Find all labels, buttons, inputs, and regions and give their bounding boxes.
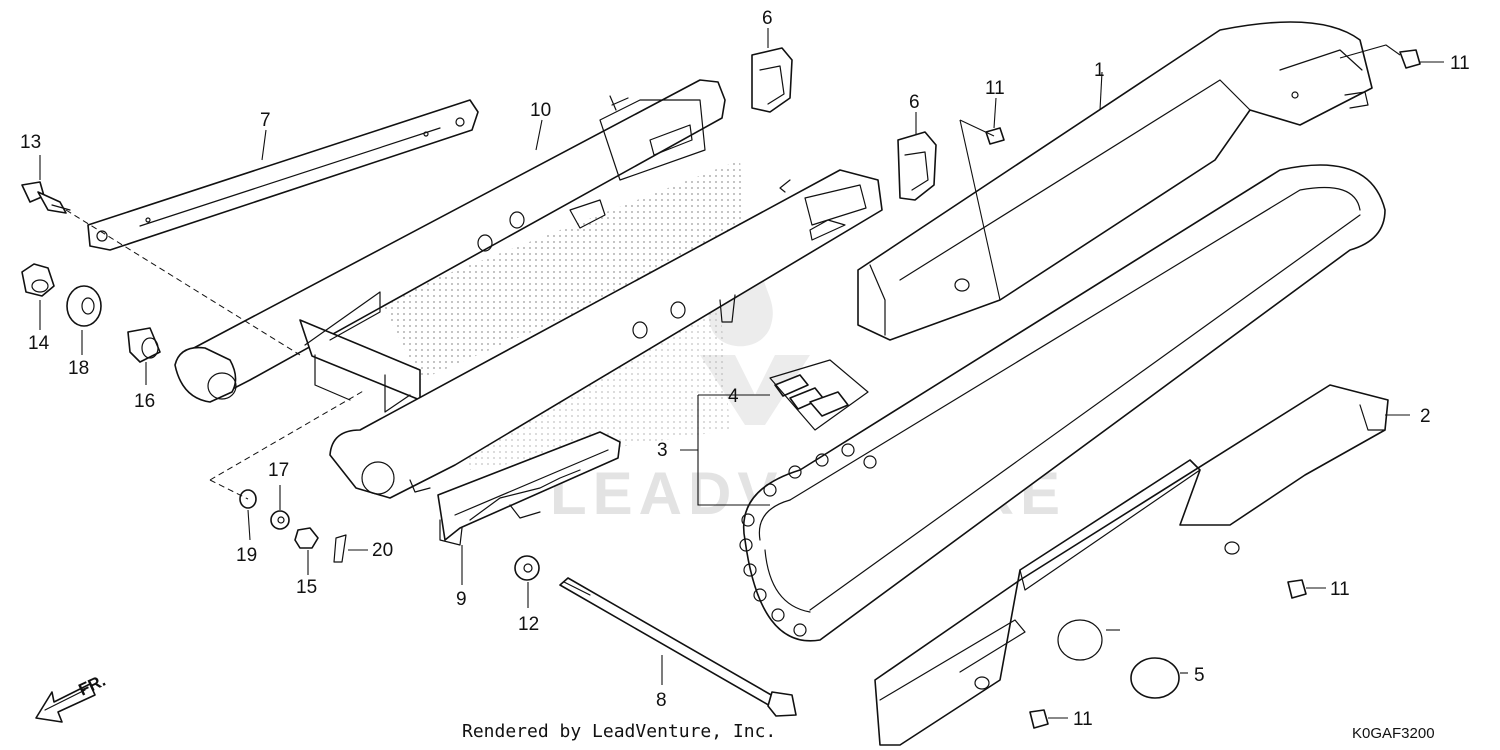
- callout-14: 14: [28, 333, 50, 354]
- callout-20: 20: [372, 540, 393, 561]
- callout-6-lower: 6: [909, 92, 920, 113]
- diagram-code: K0GAF3200: [1352, 725, 1435, 742]
- front-direction-indicator: FR.: [35, 671, 109, 723]
- footer-credit: Rendered by LeadVenture, Inc.: [462, 721, 776, 742]
- leader-lines: [39, 28, 1444, 719]
- alignment-lines: [65, 209, 366, 500]
- callout-18: 18: [68, 358, 89, 379]
- part-12-washer[interactable]: [514, 555, 540, 581]
- callout-17: 17: [268, 460, 289, 481]
- callouts: 1 2 3 4 5 6 6 7 8 9 10 11 11 11 11 12 13…: [20, 8, 1470, 730]
- part-1-chain-case-upper[interactable]: [857, 21, 1373, 341]
- callout-9: 9: [456, 589, 467, 610]
- callout-8: 8: [656, 690, 667, 711]
- callout-5: 5: [1194, 665, 1205, 686]
- part-20-cotter-pin[interactable]: [333, 534, 347, 563]
- part-11-bolt-c[interactable]: [1287, 579, 1307, 599]
- callout-7: 7: [260, 110, 271, 131]
- part-2-chain-case-lower[interactable]: [874, 384, 1389, 746]
- part-8-pivot-bolt[interactable]: [559, 577, 797, 717]
- callout-4: 4: [728, 386, 739, 407]
- part-18-washer[interactable]: [66, 285, 102, 327]
- callout-19: 19: [236, 545, 257, 566]
- part-11-bolt-b[interactable]: [1399, 49, 1421, 69]
- part-6-block-lower[interactable]: [897, 131, 937, 201]
- callout-10: 10: [530, 100, 551, 121]
- callout-15: 15: [296, 577, 317, 598]
- part-9-chain-slider[interactable]: [437, 431, 621, 546]
- part-10-swingarm[interactable]: [174, 79, 883, 499]
- callout-12: 12: [518, 614, 539, 635]
- callout-11-c: 11: [1330, 579, 1350, 600]
- part-11-bolt-a[interactable]: [985, 127, 1005, 145]
- part-6-block-upper[interactable]: [751, 47, 793, 113]
- part-14-nut[interactable]: [21, 263, 55, 297]
- callout-11-d: 11: [1073, 709, 1093, 730]
- part-15-nut[interactable]: [294, 527, 319, 549]
- chain-links: [739, 443, 877, 637]
- callout-11-b: 11: [1450, 53, 1470, 74]
- part-11-bolt-d[interactable]: [1029, 709, 1049, 729]
- callout-1: 1: [1094, 60, 1105, 81]
- callout-16: 16: [134, 391, 155, 412]
- callout-2: 2: [1420, 406, 1431, 427]
- part-16-collar[interactable]: [127, 327, 161, 363]
- part-4-master-link[interactable]: [769, 359, 869, 431]
- part-3-drive-chain[interactable]: [739, 164, 1386, 642]
- callout-11-a: 11: [985, 78, 1005, 99]
- part-7-stay[interactable]: [87, 99, 479, 251]
- callout-3: 3: [657, 440, 668, 461]
- part-13-bolt[interactable]: [21, 181, 71, 214]
- callout-6-upper: 6: [762, 8, 773, 29]
- callout-13: 13: [20, 132, 41, 153]
- part-5-cap[interactable]: [1130, 657, 1180, 699]
- part-17-washer[interactable]: [270, 510, 290, 530]
